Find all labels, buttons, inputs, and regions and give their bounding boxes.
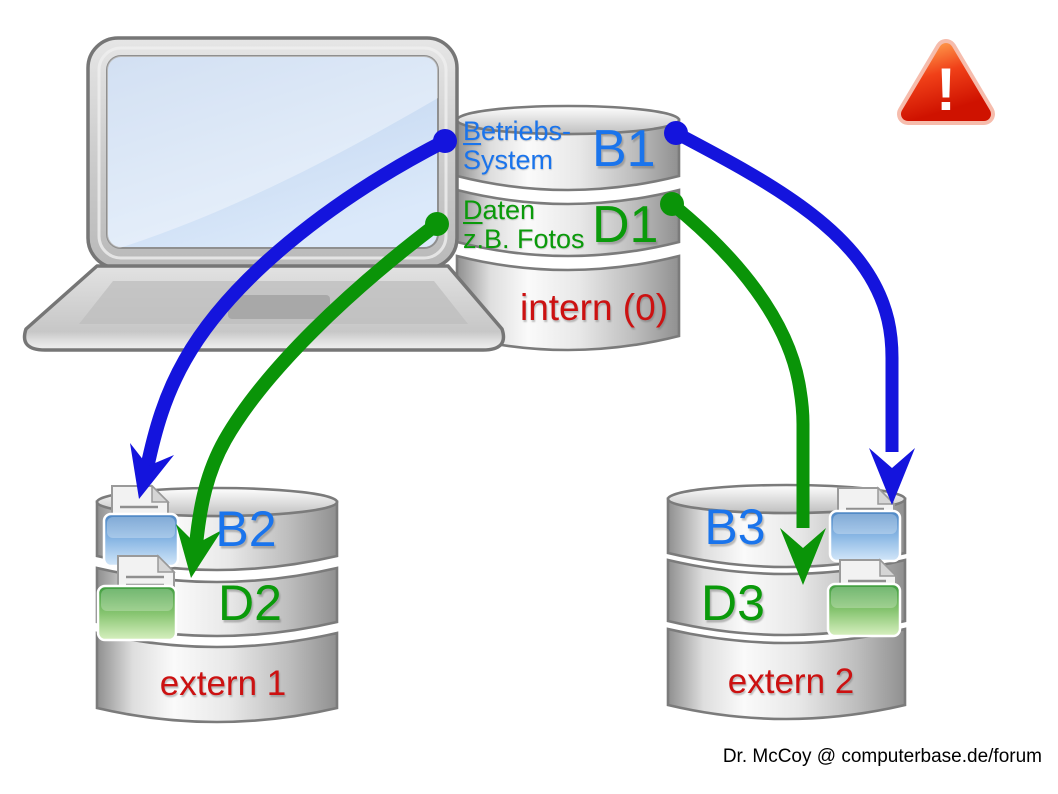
os-label-initial: B xyxy=(463,116,482,146)
os-backup-arrow-to-extern1 xyxy=(130,129,457,499)
data-backup-arrow-to-extern2 xyxy=(660,192,826,585)
data-label-initial: D xyxy=(463,195,483,225)
green-folder-icon xyxy=(96,584,178,642)
green-folder-icon xyxy=(826,582,902,638)
author-credit: Dr. McCoy @ computerbase.de/forum xyxy=(722,746,1042,767)
internal-drive-name: intern (0) xyxy=(519,287,669,328)
internal-data-label: Daten z.B. Fotos xyxy=(463,196,585,254)
extern2-data-partition-id: D3 xyxy=(701,575,765,631)
internal-drive-cylinder-icon xyxy=(453,104,683,354)
os-label-line2: System xyxy=(463,145,554,175)
os-folder-icon-extern1 xyxy=(102,484,180,568)
internal-os-partition-id: B1 xyxy=(592,120,656,178)
drive-body-band xyxy=(664,624,909,723)
drive-body-band xyxy=(93,628,341,726)
data-label-rest: aten xyxy=(482,195,536,225)
arrowhead xyxy=(780,528,826,585)
laptop-trackpad xyxy=(228,295,330,319)
extern1-os-partition-id: B2 xyxy=(215,501,277,557)
arrowhead xyxy=(176,524,222,578)
os-connection-dot xyxy=(664,121,688,145)
os-backup-arrow-to-extern2 xyxy=(664,121,915,505)
data-label-line2: z.B. Fotos xyxy=(463,224,585,254)
extern1-data-partition-id: D2 xyxy=(218,575,282,631)
os-folder-icon-extern2 xyxy=(828,486,902,563)
drive-body-band xyxy=(453,251,683,354)
warning-icon: ! xyxy=(897,39,995,125)
os-connection-dot xyxy=(433,129,457,153)
screen-gloss xyxy=(107,56,438,248)
internal-data-partition-id: D1 xyxy=(592,196,659,254)
extern2-drive-name: extern 2 xyxy=(727,662,855,701)
extern1-drive-name: extern 1 xyxy=(159,664,287,703)
extern2-os-partition-id: B3 xyxy=(704,499,766,555)
data-connection-dot xyxy=(425,212,449,236)
internal-os-label: Betriebs- System xyxy=(463,117,571,175)
data-folder-icon-extern1 xyxy=(96,554,178,642)
data-connection-dot xyxy=(660,192,684,216)
arrowhead xyxy=(130,443,174,499)
exclamation-glyph: ! xyxy=(936,56,956,123)
data-partition-band xyxy=(453,185,683,260)
os-partition-band xyxy=(453,104,683,194)
laptop-icon xyxy=(22,36,506,352)
data-folder-icon-extern2 xyxy=(826,558,902,638)
data-backup-arrow-to-extern1 xyxy=(176,212,449,578)
os-label-rest: etriebs- xyxy=(481,116,572,146)
arrowhead xyxy=(869,448,915,505)
